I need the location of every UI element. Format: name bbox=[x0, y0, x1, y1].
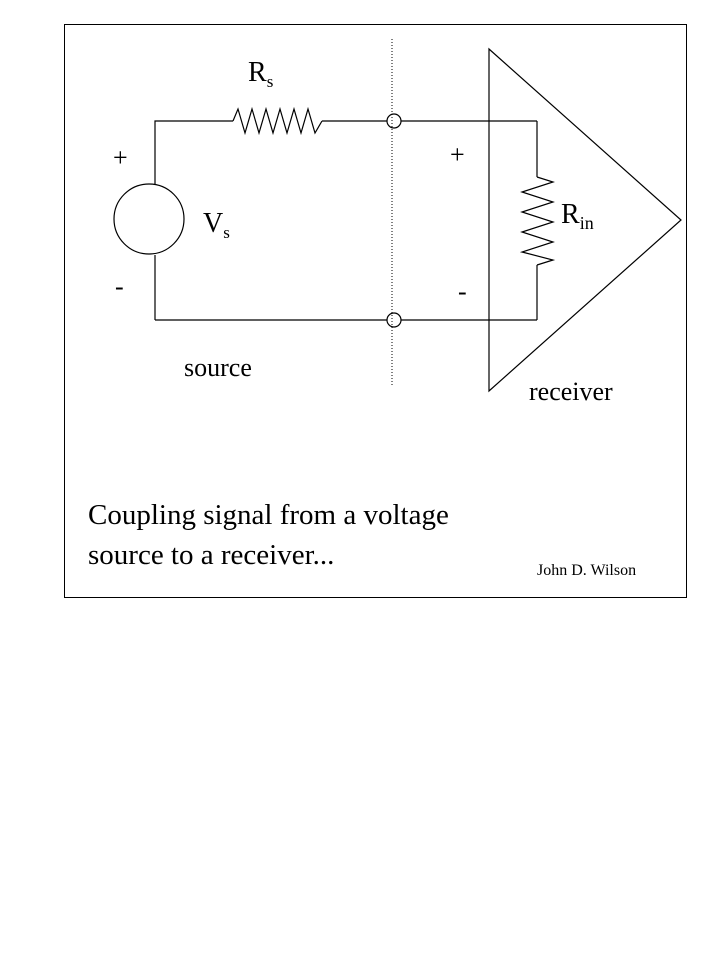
terminal-top bbox=[386, 113, 402, 129]
author-credit: John D. Wilson bbox=[537, 562, 637, 579]
source-label: source bbox=[184, 353, 252, 382]
resistor-rin bbox=[519, 176, 556, 266]
slide-frame: Rs Vs Rin + - + - source receiver Coupli… bbox=[64, 24, 687, 598]
top-wire-left bbox=[154, 120, 233, 185]
caption-line-1: Coupling signal from a voltage bbox=[88, 499, 449, 531]
terminal-bottom bbox=[386, 312, 402, 328]
receiver-triangle bbox=[488, 47, 682, 393]
rs-label: Rs bbox=[248, 57, 273, 91]
circuit-diagram: Rs Vs Rin + - + - source receiver bbox=[113, 39, 682, 406]
vs-label: Vs bbox=[203, 208, 230, 242]
source-plus-sign: + bbox=[113, 143, 128, 172]
receiver-plus-sign: + bbox=[450, 140, 465, 169]
rin-label: Rin bbox=[561, 199, 594, 233]
voltage-source-circle bbox=[113, 183, 185, 255]
caption-line-2: source to a receiver... bbox=[88, 539, 335, 571]
caption: Coupling signal from a voltage source to… bbox=[88, 495, 449, 575]
receiver-label: receiver bbox=[529, 377, 613, 406]
source-minus-sign: - bbox=[115, 272, 124, 301]
resistor-rs bbox=[232, 106, 323, 136]
receiver-minus-sign: - bbox=[458, 277, 467, 306]
